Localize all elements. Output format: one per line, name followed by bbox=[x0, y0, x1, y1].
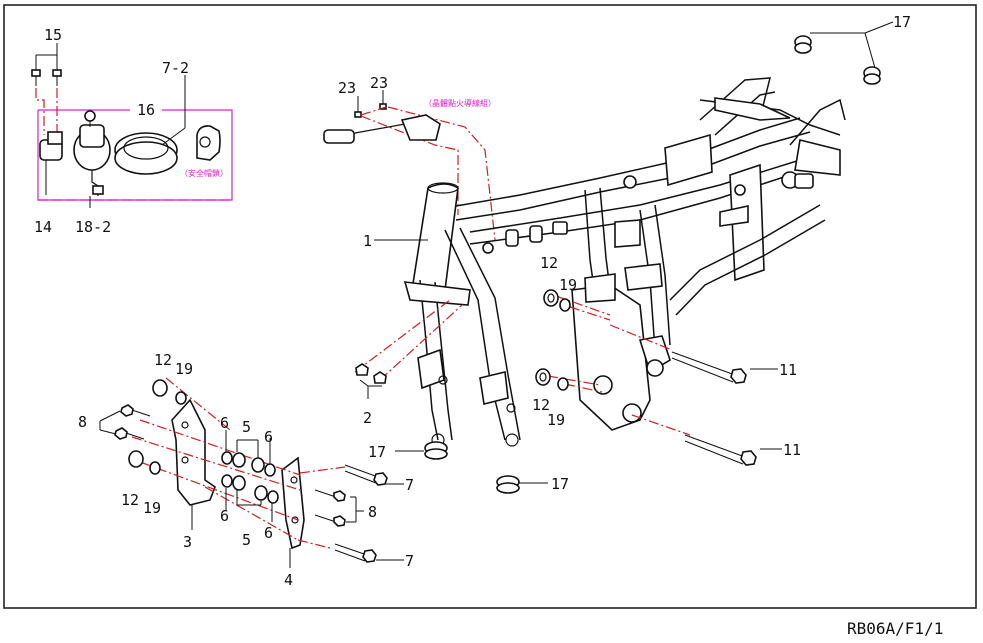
screw-15b bbox=[52, 69, 62, 86]
callout-1: 1 bbox=[363, 232, 372, 250]
callout-3: 3 bbox=[183, 533, 192, 551]
lock-part-14 bbox=[39, 131, 63, 195]
rubber-17-top-a bbox=[794, 35, 812, 54]
callout-7-2: 7-2 bbox=[162, 59, 189, 77]
callout-labels: 1 2 3 4 5 5 6 6 6 6 7 7 7-2 8 8 11 11 12… bbox=[34, 13, 911, 589]
callout-14: 14 bbox=[34, 218, 52, 236]
nut-12-lower bbox=[535, 368, 551, 386]
callout-4: 4 bbox=[284, 571, 293, 589]
key-set-box bbox=[37, 109, 233, 201]
drawing-code: RB06A/F1/1 bbox=[847, 619, 943, 638]
rubber-17-low bbox=[496, 475, 520, 494]
callout-7-upper: 7 bbox=[405, 476, 414, 494]
nut-12-upper bbox=[543, 289, 559, 307]
callout-19-frame-top: 19 bbox=[559, 276, 577, 294]
key-set-group: （安全帽鎖） bbox=[31, 43, 233, 208]
callout-12-hanger-bottom: 12 bbox=[121, 491, 139, 509]
callout-11-lower: 11 bbox=[783, 441, 801, 459]
callout-8-left: 8 bbox=[78, 413, 87, 431]
callout-12-frame-bottom: 12 bbox=[532, 396, 550, 414]
ignition-wire-note: （晶體點火導線組） bbox=[424, 98, 496, 108]
callout-17-mid: 17 bbox=[368, 443, 386, 461]
rubber-17-top-b bbox=[863, 66, 881, 85]
ignition-switch-18-2 bbox=[73, 110, 111, 208]
fuel-cap-7-2 bbox=[114, 75, 186, 175]
rubber-17-mid bbox=[424, 441, 448, 460]
helmet-lock bbox=[196, 125, 221, 161]
ignition-coil bbox=[400, 114, 441, 141]
washer-19-lower bbox=[557, 377, 569, 391]
main-frame bbox=[403, 77, 846, 447]
callout-6-c: 6 bbox=[220, 507, 229, 525]
drawing-frame bbox=[3, 4, 977, 609]
hanger-plate-4 bbox=[281, 456, 305, 550]
callout-5-lower: 5 bbox=[242, 531, 251, 549]
bolt-11-lower bbox=[684, 434, 757, 466]
head-tube bbox=[411, 183, 459, 294]
callout-7-lower: 7 bbox=[405, 552, 414, 570]
callout-6-d: 6 bbox=[264, 524, 273, 542]
callout-5-upper: 5 bbox=[242, 418, 251, 436]
callout-12-frame-top: 12 bbox=[540, 254, 558, 272]
callout-16: 16 bbox=[137, 101, 155, 119]
leader-lines bbox=[99, 21, 894, 568]
ignition-connector bbox=[323, 129, 355, 144]
washer-19-upper bbox=[559, 298, 571, 312]
bolt-11-upper bbox=[671, 351, 747, 384]
callout-8-right: 8 bbox=[368, 503, 377, 521]
callout-23-b: 23 bbox=[370, 74, 388, 92]
callout-15: 15 bbox=[44, 26, 62, 44]
ignition-wire-group: （晶體點火導線組） bbox=[323, 90, 496, 241]
callout-17-top: 17 bbox=[893, 13, 911, 31]
callout-19-frame-bottom: 19 bbox=[547, 411, 565, 429]
callout-19-hanger-top: 19 bbox=[175, 360, 193, 378]
callout-6-b: 6 bbox=[264, 428, 273, 446]
callout-6-a: 6 bbox=[220, 414, 229, 432]
callout-18-2: 18-2 bbox=[75, 218, 111, 236]
bolts-part-2 bbox=[355, 363, 387, 384]
callout-19-hanger-bottom: 19 bbox=[143, 499, 161, 517]
callout-23-a: 23 bbox=[338, 79, 356, 97]
callout-12-hanger-top: 12 bbox=[154, 351, 172, 369]
callout-17-low: 17 bbox=[551, 475, 569, 493]
callout-11-upper: 11 bbox=[779, 361, 797, 379]
helmet-lock-note: （安全帽鎖） bbox=[180, 168, 228, 178]
callout-2: 2 bbox=[363, 409, 372, 427]
screw-15a bbox=[31, 69, 41, 86]
